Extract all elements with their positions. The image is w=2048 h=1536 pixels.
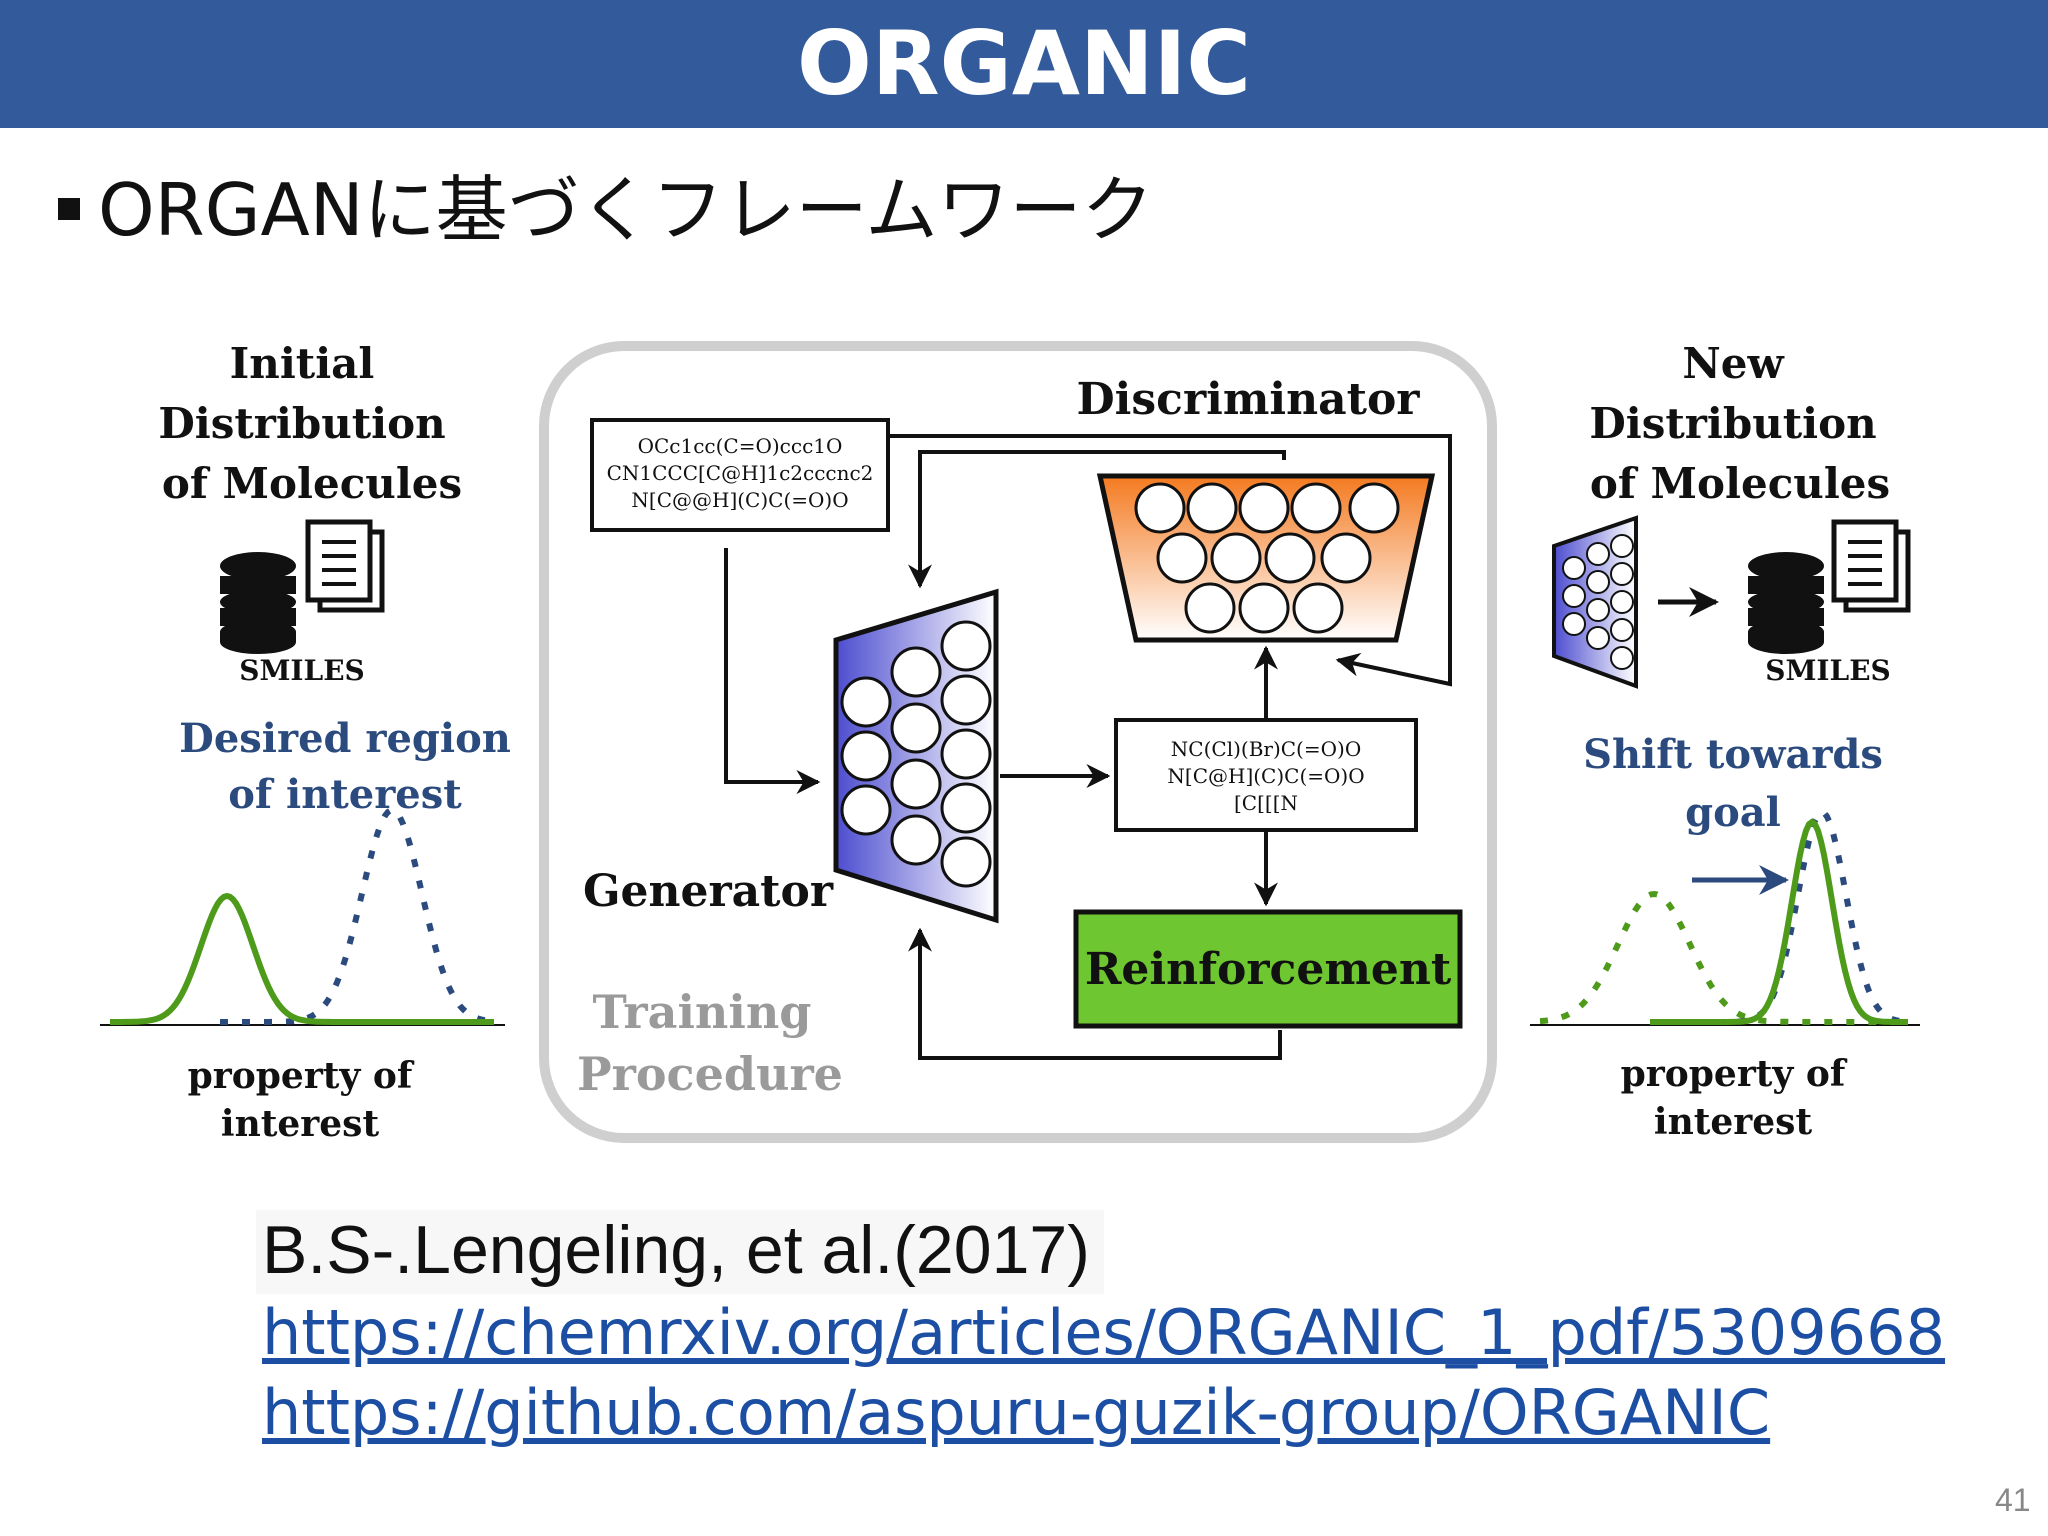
slide-title: ORGANIC [797,12,1251,115]
right-title-line-3: of Molecules [1590,459,1890,508]
training-panel: OCc1cc(C=O)ccc1O CN1CCC[C@H]1c2cccnc2 N[… [539,341,1497,1143]
arrow-discriminator-feedback [908,450,1286,589]
document-icon [1831,519,1911,613]
page-number: 41 [1995,1482,2031,1518]
mini-generator-icon [1552,515,1638,689]
left-axis-label-line-2: interest [221,1103,380,1145]
right-desired-distribution-curve [1650,809,1909,1025]
database-icon [220,552,296,654]
arrow-reinforcement-to-generator [908,927,1282,1060]
input-smiles-line-2: CN1CCC[C@H]1c2cccnc2 [607,461,874,485]
left-region-line-1: Desired region [179,715,511,762]
organic-diagram: Initial Distribution of Molecules SMILES… [100,339,1920,1145]
bullet-icon [58,198,80,220]
right-title-line-2: Distribution [1589,399,1876,448]
discriminator-network [1096,473,1436,643]
left-title-line-3: of Molecules [162,459,462,508]
input-smiles-line-1: OCc1cc(C=O)ccc1O [638,434,843,458]
reinforcement-box [1073,909,1463,1029]
github-link[interactable]: https://github.com/aspuru-guzik-group/OR… [262,1376,1771,1449]
right-new-distribution-curve [1650,818,1908,1025]
arrow-input-to-generator [724,548,821,794]
input-smiles-line-3: N[C@@H](C)C(=O)O [631,488,848,512]
input-smiles-box [590,418,890,532]
right-title-line-1: New [1682,339,1784,388]
left-initial-distribution-curve [110,892,494,1025]
flow-arrows [724,434,1452,1060]
database-icon [1748,552,1824,654]
right-shift-line-1: Shift towards [1583,731,1883,778]
generator-network [833,588,999,924]
chemrxiv-link[interactable]: https://chemrxiv.org/articles/ORGANIC_1_… [262,1296,1946,1369]
generated-smiles-line-3: [C[[[N [1234,791,1298,815]
left-db-label: SMILES [239,654,365,687]
generator-label: Generator [583,866,834,917]
left-panel: Initial Distribution of Molecules SMILES… [100,339,511,1145]
discriminator-label: Discriminator [1077,374,1421,425]
right-axis-label-line-2: interest [1654,1101,1813,1143]
document-icon [305,519,385,613]
reinforcement-label: Reinforcement [1085,944,1452,995]
right-db-label: SMILES [1765,654,1891,687]
arrow-input-to-discriminator [888,434,1452,687]
slide-subtitle: ORGANに基づくフレームワーク [98,168,1154,252]
training-label-line-1: Training [593,985,812,1039]
generated-smiles-box [1114,718,1418,832]
training-label-line-2: Procedure [577,1047,843,1101]
right-axis-label-line-1: property of [1621,1053,1848,1095]
left-desired-distribution-curve [220,806,494,1025]
generated-smiles-line-1: NC(Cl)(Br)C(=O)O [1171,737,1361,761]
title-bar: ORGANIC [0,0,2048,128]
right-shift-line-2: goal [1685,789,1781,836]
left-title-line-2: Distribution [158,399,445,448]
right-panel: New Distribution of Molecules [1530,339,1920,1143]
right-initial-distribution-curve [1539,890,1909,1025]
citation: B.S-.Lengeling, et al.(2017) [256,1210,1104,1294]
generated-smiles-line-2: N[C@H](C)C(=O)O [1167,764,1364,788]
left-region-line-2: of interest [228,771,462,818]
left-title-line-1: Initial [230,339,375,388]
left-axis-label-line-1: property of [188,1055,415,1097]
